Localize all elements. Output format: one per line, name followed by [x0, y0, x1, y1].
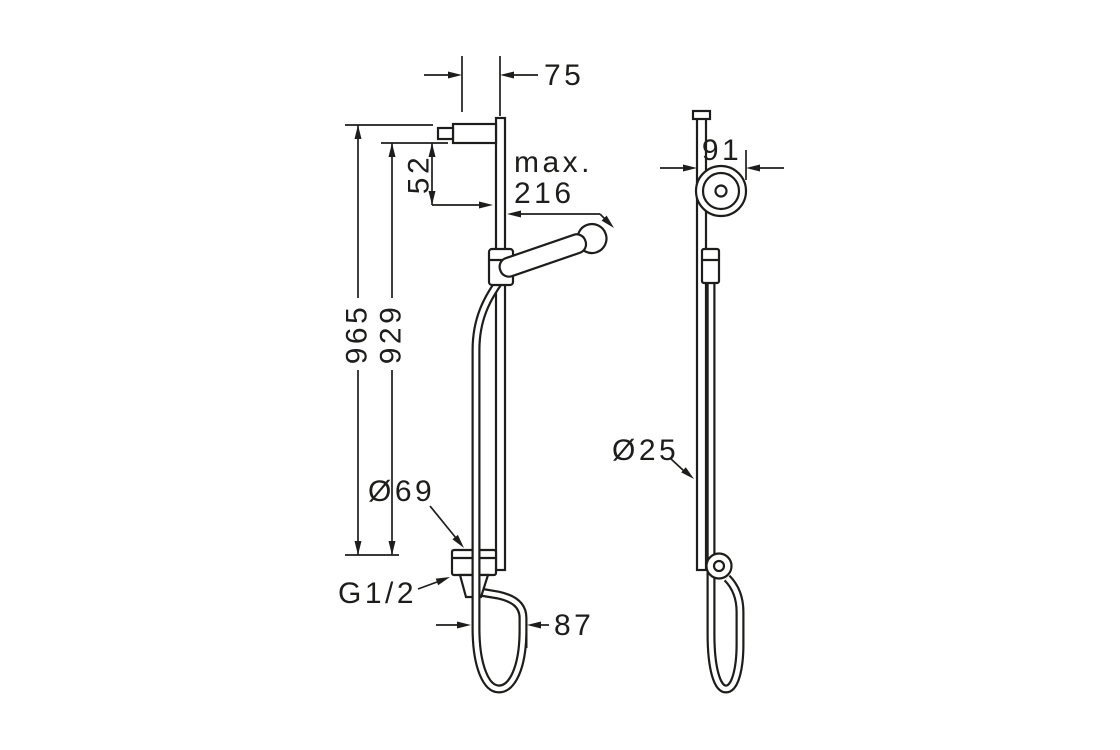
hand-shower-head-side [694, 164, 748, 218]
bottom-hose-fitting [705, 552, 733, 580]
hose-side-inner [708, 282, 743, 692]
dim-dia-69-arrow [452, 534, 464, 548]
dim-929-arrow-bottom [388, 541, 396, 555]
dim-91-arrow-left [683, 164, 697, 172]
dim-216-arrow-bar [507, 210, 521, 218]
front-view [436, 116, 608, 694]
dim-thread: G1/2 [338, 577, 450, 610]
fitting-inner-circle [712, 559, 726, 573]
dim-dia-25-arrow [681, 467, 694, 479]
dim-87-label: 87 [554, 609, 594, 642]
dim-91-label: 91 [702, 134, 742, 167]
dim-52-arrow-top [428, 143, 436, 157]
dim-52: 52 [403, 143, 493, 209]
dim-965-arrow-top [354, 125, 362, 139]
dim-dia-69-label: Ø69 [368, 475, 435, 508]
dim-216-label: 216 [514, 177, 575, 210]
shower-hose-side [706, 282, 745, 694]
dim-thread-leader [417, 581, 438, 590]
dim-dia-25-leader [669, 457, 685, 472]
top-bracket-pin [436, 126, 455, 141]
slider-holder-side [700, 247, 721, 285]
dim-52-arrow-bottom [428, 191, 436, 205]
dim-52-arrow-bar [479, 201, 493, 209]
dim-52-label: 52 [403, 154, 436, 194]
dim-dia-25: Ø25 [612, 434, 694, 479]
dim-216-arrow-head [601, 215, 614, 228]
dim-75-label: 75 [544, 59, 584, 92]
hose-side-outer [706, 282, 745, 694]
fitting-outer-circle [705, 552, 733, 580]
dim-965-arrow-bottom [354, 541, 362, 555]
dim-75-arrow-left [448, 71, 462, 79]
dim-87: 87 [436, 609, 594, 642]
bar-top-cap [691, 109, 712, 121]
head-middle-circle [701, 171, 741, 211]
dim-929-label: 929 [375, 304, 408, 365]
dim-75: 75 [424, 56, 584, 116]
dim-dia-69: Ø69 [368, 475, 464, 548]
dim-thread-arrow [435, 577, 450, 586]
side-view [691, 109, 748, 694]
dim-87-arrow-left [457, 621, 471, 629]
dim-max-216: max. 216 [507, 146, 614, 228]
dim-91: 91 [660, 134, 784, 180]
hand-shower-handle [498, 233, 588, 278]
dim-dia-69-leader [429, 505, 457, 539]
wall-bar-front [494, 116, 507, 572]
shower-hose-front [471, 271, 528, 694]
dim-929: 929 [375, 142, 448, 555]
dimensions: 75 52 max. 216 965 [338, 56, 784, 642]
hose-end-inner [479, 589, 526, 648]
dim-thread-label: G1/2 [338, 577, 417, 610]
hose-end-stub [479, 587, 528, 648]
dim-91-arrow-right [746, 164, 760, 172]
dim-75-arrow-right [500, 71, 514, 79]
dim-dia-25-label: Ø25 [612, 434, 679, 467]
dim-965: 965 [341, 124, 433, 556]
head-center-circle [714, 184, 728, 198]
hose-inner [473, 272, 526, 692]
dim-965-label: 965 [341, 304, 374, 365]
dim-929-arrow-top [388, 143, 396, 157]
top-bracket [451, 122, 498, 145]
dim-87-arrow-right [527, 621, 541, 629]
dim-max-word: max. [514, 146, 593, 179]
hand-shower-front [498, 222, 608, 278]
